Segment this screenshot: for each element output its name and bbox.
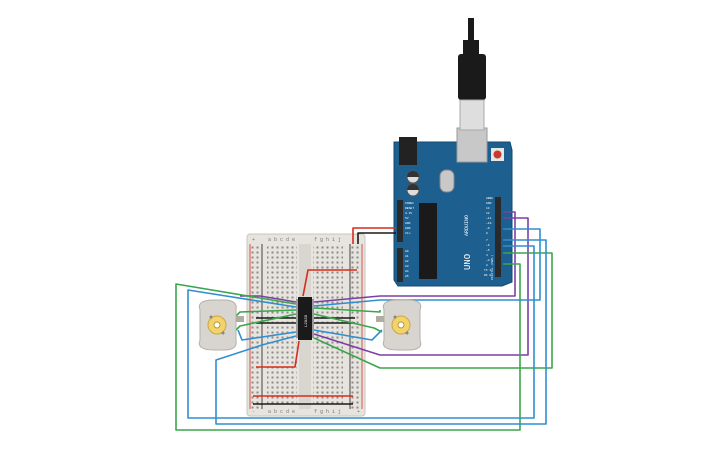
wire-blue-motor-l[interactable] xyxy=(237,329,297,341)
analog-a2: A2 xyxy=(405,260,409,263)
col-b-top: b xyxy=(274,237,277,243)
wire-blue-pin6[interactable] xyxy=(187,245,535,419)
dc-motor-icon xyxy=(391,315,411,335)
pin-7: 7 xyxy=(486,239,488,242)
wire-green-r2[interactable] xyxy=(313,313,383,333)
arduino-model-label: UNO xyxy=(463,254,473,270)
right-power-rail[interactable] xyxy=(351,244,361,409)
col-j-top: j xyxy=(338,237,341,243)
analog-a1: A1 xyxy=(405,255,409,258)
terminal-strip-left[interactable] xyxy=(267,246,297,406)
col-d-bottom: d xyxy=(286,409,289,415)
rail-plus-bottom: + xyxy=(357,409,360,415)
col-f-bottom: f xyxy=(314,409,317,415)
left-dc-motor[interactable] xyxy=(198,299,244,351)
power-gnd-1: GND xyxy=(405,222,411,225)
col-h-top: h xyxy=(326,237,329,243)
digital-header[interactable] xyxy=(495,197,501,277)
power-5v: 5V xyxy=(405,217,409,220)
col-g-bottom: g xyxy=(320,409,323,415)
pin-9: ~9 xyxy=(486,227,490,230)
analog-a3: A3 xyxy=(405,265,409,268)
wire-green-motor-l[interactable] xyxy=(235,309,297,317)
usb-cable-wire xyxy=(468,18,474,44)
col-i-top: i xyxy=(332,237,335,243)
col-a-bottom: a xyxy=(268,409,271,415)
arduino-brand-label: ARDUINO xyxy=(464,215,470,236)
crystal-oscillator xyxy=(439,169,455,193)
col-g-top: g xyxy=(320,237,323,243)
reset-button[interactable] xyxy=(491,148,504,161)
col-e-bottom: e xyxy=(292,409,295,415)
pin-11: ~11 xyxy=(486,217,492,220)
wire-black-gnd[interactable] xyxy=(357,232,396,244)
wire-green-l2[interactable] xyxy=(235,313,297,331)
rail-minus-bottom: - xyxy=(252,409,255,415)
pin-4: 4 xyxy=(486,254,488,257)
power-gnd-2: GND xyxy=(405,227,411,230)
wire-green-pin5[interactable] xyxy=(313,252,553,369)
arduino-uno-board[interactable]: UNO ARDUINO DIGITAL (PWM~) AREF GND 13 1… xyxy=(393,127,513,287)
terminal-strip-right[interactable] xyxy=(313,246,343,406)
icsp-header-left[interactable] xyxy=(397,200,403,242)
pin-10: ~10 xyxy=(486,222,492,225)
power-reset: RESET xyxy=(405,207,414,210)
pin-aref: AREF xyxy=(486,197,493,200)
analog-a5: A5 xyxy=(405,275,409,278)
usb-socket[interactable] xyxy=(456,127,488,163)
col-f-top: f xyxy=(314,237,317,243)
analog-a4: A4 xyxy=(405,270,409,273)
col-h-bottom: h xyxy=(326,409,329,415)
power-3v3: 3.3V xyxy=(405,212,412,215)
pin-2: 2 xyxy=(486,264,488,267)
col-b-bottom: b xyxy=(274,409,277,415)
digital-header-label: DIGITAL (PWM~) xyxy=(490,255,494,280)
reset-button-icon xyxy=(493,150,502,159)
col-c-bottom: c xyxy=(280,409,283,415)
power-ioref: IOREF xyxy=(405,202,414,205)
wire-purple-pin11[interactable] xyxy=(313,211,516,303)
dc-motor-icon xyxy=(207,315,227,335)
left-power-rail[interactable] xyxy=(251,244,261,409)
col-c-top: c xyxy=(280,237,283,243)
wire-purple-pin10[interactable] xyxy=(313,217,529,356)
wire-red-vcc[interactable] xyxy=(302,269,357,297)
wire-red-enable[interactable] xyxy=(256,340,300,368)
col-e-top: e xyxy=(292,237,295,243)
pin-8: 8 xyxy=(486,232,488,235)
pin-5: ~5 xyxy=(486,249,490,252)
col-i-bottom: i xyxy=(332,409,335,415)
rail-plus-top: + xyxy=(252,237,255,243)
wire-blue-motor-r[interactable] xyxy=(313,329,383,341)
motor-driver-chip-icon[interactable]: L293D xyxy=(296,297,314,340)
pin-rx0: RX 0 xyxy=(484,274,491,277)
chip-label: L293D xyxy=(305,314,309,327)
pin-12: 12 xyxy=(486,212,490,215)
pin-tx1: TX 1 xyxy=(484,269,491,272)
pin-3: ~3 xyxy=(486,259,490,262)
power-vin: Vin xyxy=(405,231,411,235)
power-jack[interactable] xyxy=(399,137,417,165)
wires xyxy=(175,211,553,431)
wire-red-5v[interactable] xyxy=(352,227,396,244)
pin-6: ~6 xyxy=(486,244,490,247)
col-d-top: d xyxy=(286,237,289,243)
pin-13: 13 xyxy=(486,207,490,210)
analog-header[interactable] xyxy=(397,248,403,282)
usb-plug-icon[interactable] xyxy=(458,54,486,100)
right-dc-motor[interactable] xyxy=(376,299,422,351)
wire-green-pin3[interactable] xyxy=(175,263,521,431)
atmega-chip xyxy=(419,203,437,279)
wire-green-motor-r[interactable] xyxy=(313,307,381,313)
pin-gnd: GND xyxy=(486,202,492,205)
usb-cable[interactable] xyxy=(458,18,486,131)
col-a-top: a xyxy=(268,237,271,243)
analog-a0: A0 xyxy=(405,250,409,253)
wire-blue-pin7[interactable] xyxy=(215,239,547,425)
col-j-bottom: j xyxy=(338,409,341,415)
wire-blue-pin9[interactable] xyxy=(313,228,541,307)
